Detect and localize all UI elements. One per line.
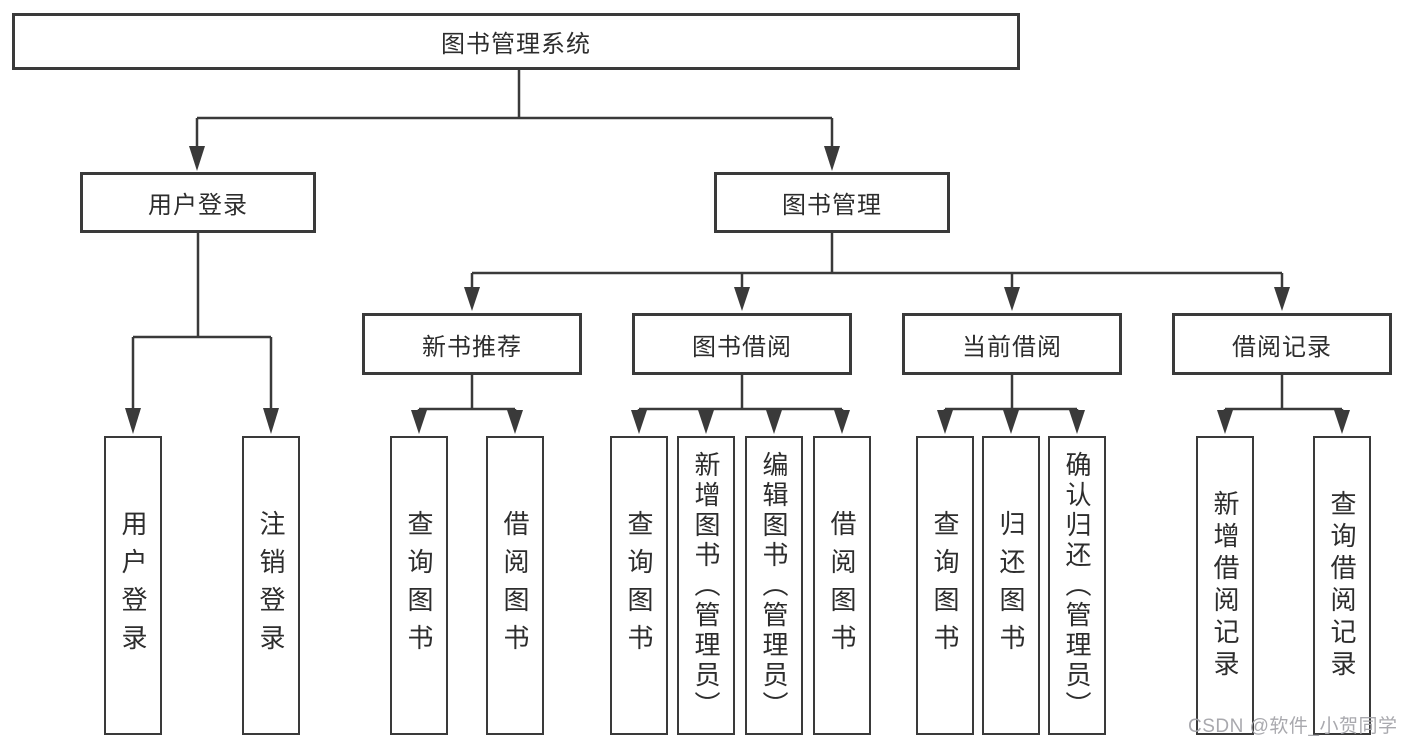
node-borrow-record-label: 借阅记录 <box>1232 333 1332 361</box>
arrowhead-bb-add <box>698 410 714 434</box>
arrowhead-new-book-rec <box>464 287 480 311</box>
node-root-label: 图书管理系统 <box>441 31 591 58</box>
node-current-borrow: 当前借阅 <box>902 313 1122 375</box>
arrowhead-book-borrow <box>734 287 750 311</box>
leaf-cb-return-books: 归还图书 <box>982 436 1040 735</box>
node-book-borrow-label: 图书借阅 <box>692 333 792 361</box>
leaf-bb-add-books: 新增图书（管理员） <box>677 436 735 735</box>
leaf-rec-borrow-books: 借阅图书 <box>486 436 544 735</box>
node-new-book-rec: 新书推荐 <box>362 313 582 375</box>
leaf-bb-edit-books: 编辑图书（管理员） <box>745 436 803 735</box>
connector-book-borrow-branch <box>637 375 844 412</box>
arrowhead-cb-confirm <box>1069 410 1085 434</box>
connector-user-login-branch <box>131 233 273 410</box>
leaf-br-query-record: 查询借阅记录 <box>1313 436 1371 735</box>
arrowhead-bb-borrow <box>834 410 850 434</box>
leaf-bb-borrow-books: 借阅图书 <box>813 436 871 735</box>
arrowhead-rec-query <box>411 410 427 434</box>
leaf-user-login: 用户登录 <box>104 436 162 735</box>
arrowhead-book-mgmt <box>824 146 840 171</box>
node-borrow-record: 借阅记录 <box>1172 313 1392 375</box>
node-book-mgmt: 图书管理 <box>714 172 950 233</box>
arrowhead-logout-leaf <box>263 408 279 434</box>
leaf-rec-query-books: 查询图书 <box>390 436 448 735</box>
arrowhead-br-add <box>1217 410 1233 434</box>
node-root: 图书管理系统 <box>12 13 1020 70</box>
watermark: CSDN @软件_小贺同学 <box>1188 716 1398 737</box>
connector-book-mgmt-branch <box>470 233 1284 289</box>
leaf-cb-confirm-return: 确认归还（管理员） <box>1048 436 1106 735</box>
connector-root-branch <box>195 70 834 148</box>
arrowhead-cb-return <box>1003 410 1019 434</box>
arrowhead-borrow-record <box>1274 287 1290 311</box>
arrowhead-user-login-leaf <box>125 408 141 434</box>
arrowhead-user-login <box>189 146 205 171</box>
arrowhead-cb-query <box>937 410 953 434</box>
arrowhead-rec-borrow <box>507 410 523 434</box>
node-book-borrow: 图书借阅 <box>632 313 852 375</box>
node-current-borrow-label: 当前借阅 <box>962 333 1062 361</box>
node-user-login: 用户登录 <box>80 172 316 233</box>
node-book-mgmt-label: 图书管理 <box>782 192 882 219</box>
connector-borrow-record-branch <box>1223 375 1344 412</box>
leaf-bb-query-books: 查询图书 <box>610 436 668 735</box>
connector-current-borrow-branch <box>943 375 1079 412</box>
arrowhead-bb-edit <box>766 410 782 434</box>
leaf-br-add-record: 新增借阅记录 <box>1196 436 1254 735</box>
leaf-cb-query-books: 查询图书 <box>916 436 974 735</box>
arrowhead-br-query <box>1334 410 1350 434</box>
leaf-logout: 注销登录 <box>242 436 300 735</box>
node-user-login-label: 用户登录 <box>148 192 248 219</box>
node-new-book-rec-label: 新书推荐 <box>422 333 522 361</box>
arrowhead-bb-query <box>631 410 647 434</box>
connector-new-book-rec-branch <box>417 375 517 412</box>
arrowhead-current-borrow <box>1004 287 1020 311</box>
